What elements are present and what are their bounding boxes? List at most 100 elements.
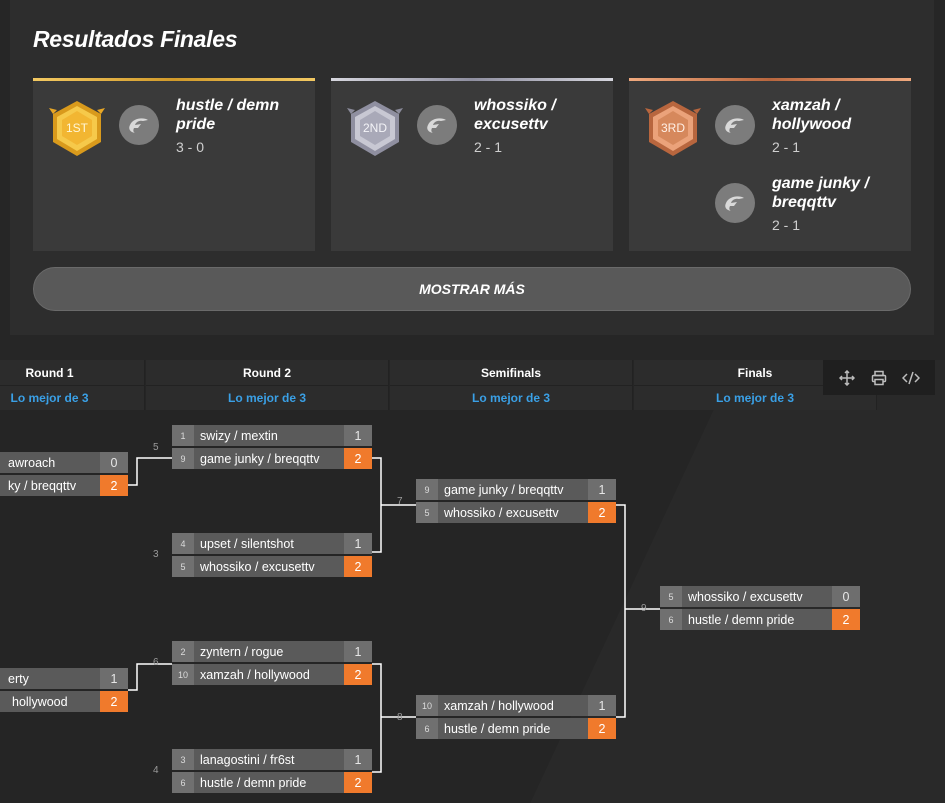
move-icon[interactable] [835,366,859,390]
match-slot[interactable]: 9 game junky / breqqttv 2 [172,448,372,469]
seed: 6 [660,609,682,630]
bronze-medal-label: 3RD [661,121,685,135]
match-slot[interactable]: erty 1 [0,668,128,689]
seed: 9 [416,479,438,500]
team-score: 2 - 1 [772,217,801,233]
score: 2 [832,609,860,630]
match-slot[interactable]: 6 hustle / demn pride 2 [172,772,372,793]
match-slot[interactable]: 4 upset / silentshot 1 [172,533,372,554]
seed: 2 [172,641,194,662]
match-number: 6 [153,657,159,668]
final-results-panel: Resultados Finales 1ST hustle / demn pri… [10,0,934,335]
results-title: Resultados Finales [33,26,238,52]
seed: 1 [172,425,194,446]
second-place-card: 2ND whossiko / excusettv 2 - 1 [331,78,613,251]
score: 1 [588,695,616,716]
match-slot[interactable]: 6 hustle / demn pride 2 [660,609,860,630]
code-icon[interactable] [899,366,923,390]
team-name: lanagostini / fr6st [200,752,295,767]
score: 2 [344,448,372,469]
match-number: 5 [153,442,159,453]
match-slot[interactable]: 10 xamzah / hollywood 1 [416,695,616,716]
team-name: erty [8,671,29,686]
team-name: game junky / breqqttv [200,451,320,466]
podium-entry[interactable]: hustle / demn pride 3 - 0 [119,96,309,166]
print-icon[interactable] [867,366,891,390]
match-number: 8 [397,712,403,723]
team-name: whossiko / excusettv [474,97,556,133]
match-slot[interactable]: 9 game junky / breqqttv 1 [416,479,616,500]
match-slot[interactable]: 3 lanagostini / fr6st 1 [172,749,372,770]
match-slot[interactable]: 5 whossiko / excusettv 2 [416,502,616,523]
team-name: whossiko / excusettv [444,505,559,520]
seed: 6 [416,718,438,739]
gold-accent-line [33,78,315,81]
round-format: Lo mejor de 3 [471,391,551,405]
round-name: Finals [737,366,773,380]
round-divider [0,385,144,386]
match-number: 4 [153,765,159,776]
round-name: Semifinals [480,366,542,380]
seed: 6 [172,772,194,793]
team-logo-icon [715,105,755,145]
show-more-button[interactable]: MOSTRAR MÁS [33,267,911,311]
score: 1 [100,668,128,689]
podium-entry[interactable]: xamzah / hollywood 2 - 1 [715,96,905,166]
silver-medal-label: 2ND [363,121,387,135]
round-format: Lo mejor de 3 [10,391,89,405]
podium-entry[interactable]: game junky / breqqttv 2 - 1 [715,174,905,244]
match-slot[interactable]: 1 swizy / mextin 1 [172,425,372,446]
silver-medal-icon: 2ND [347,101,403,156]
bracket-toolbar [823,360,935,395]
score: 2 [588,718,616,739]
round-header-round-1: Round 1 Lo mejor de 3 [0,360,145,410]
gold-medal-label: 1ST [66,121,89,135]
round-format: Lo mejor de 3 [715,391,795,405]
team-name: game junky / breqqttv [444,482,564,497]
round-format: Lo mejor de 3 [227,391,307,405]
round-divider [146,385,388,386]
team-name: whossiko / excusettv [200,559,315,574]
score: 1 [588,479,616,500]
bronze-medal-icon: 3RD [645,101,701,156]
team-name: hustle / demn pride [176,97,280,133]
team-logo-icon [119,105,159,145]
score: 0 [832,586,860,607]
team-score: 2 - 1 [772,139,801,155]
seed: 10 [416,695,438,716]
match-slot[interactable]: 5 whossiko / excusettv 2 [172,556,372,577]
round-name: Round 2 [243,366,291,380]
team-name: hustle / demn pride [688,612,795,627]
round-header-round-2: Round 2 Lo mejor de 3 [146,360,389,410]
match-number: 7 [397,496,403,507]
score: 2 [344,664,372,685]
score: 2 [344,772,372,793]
team-name: zyntern / rogue [200,644,284,659]
silver-accent-line [331,78,613,81]
podium-entry[interactable]: whossiko / excusettv 2 - 1 [417,96,607,166]
seed: 10 [172,664,194,685]
team-name: swizy / mextin [200,428,278,443]
seed: 9 [172,448,194,469]
first-place-card: 1ST hustle / demn pride 3 - 0 [33,78,315,251]
score: 1 [344,533,372,554]
team-score: 3 - 0 [176,139,205,155]
team-score: 2 - 1 [474,139,503,155]
seed: 4 [172,533,194,554]
match-slot[interactable]: 5 whossiko / excusettv 0 [660,586,860,607]
match-slot[interactable]: 6 hustle / demn pride 2 [416,718,616,739]
match-slot[interactable]: awroach 0 [0,452,128,473]
round-header-semifinals: Semifinals Lo mejor de 3 [390,360,633,410]
match-slot[interactable]: ky / breqqttv 2 [0,475,128,496]
team-name: hustle / demn pride [200,775,307,790]
seed: 3 [172,749,194,770]
match-slot[interactable]: hollywood 2 [0,691,128,712]
match-slot[interactable]: 2 zyntern / rogue 1 [172,641,372,662]
round-divider [390,385,632,386]
score: 2 [588,502,616,523]
team-name: whossiko / excusettv [688,589,803,604]
seed: 5 [172,556,194,577]
score: 2 [100,475,128,496]
match-slot[interactable]: 10 xamzah / hollywood 2 [172,664,372,685]
team-name: xamzah / hollywood [200,667,310,682]
